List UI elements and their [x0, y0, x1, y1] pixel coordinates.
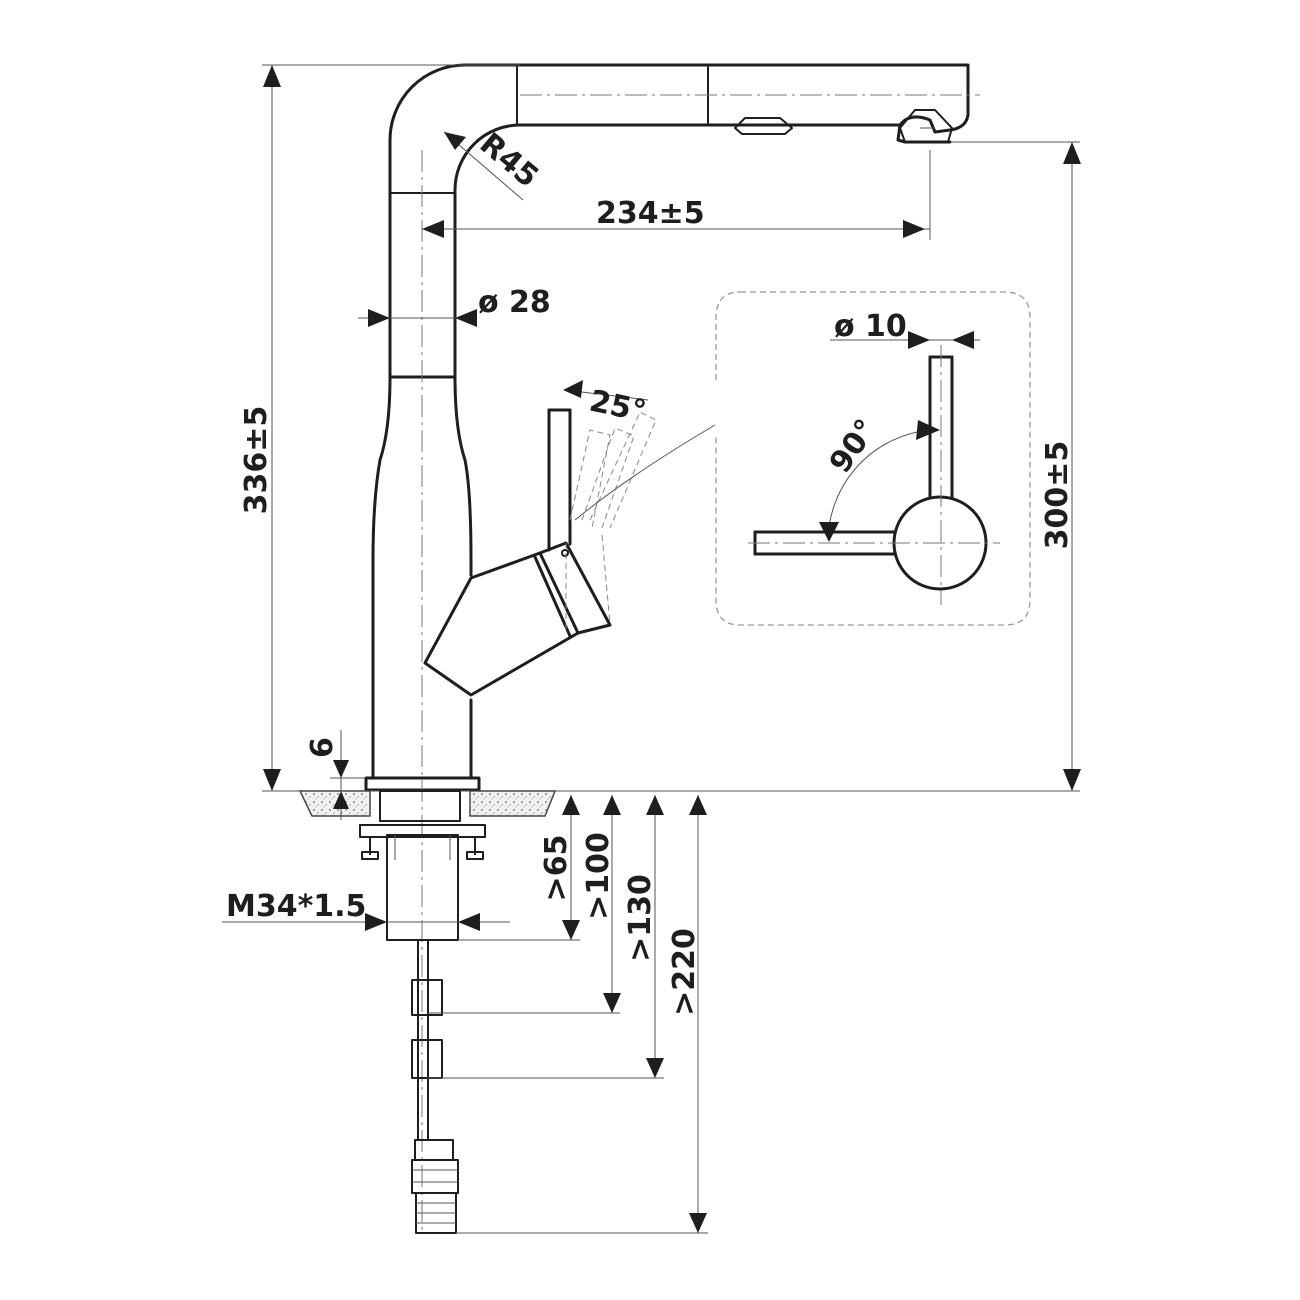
countertop — [298, 790, 1080, 822]
handle-detail-view — [715, 291, 1031, 626]
label-base-thickness: 6 — [305, 737, 340, 758]
dimension-labels: R45 234±5 ø 28 336±5 300±5 25° ø 10 90° … — [226, 126, 1075, 1016]
label-total-height: 336±5 — [239, 406, 274, 515]
label-handle-angle: 25° — [586, 384, 649, 430]
label-handle-diameter: ø 10 — [834, 309, 907, 344]
mounting-hardware — [359, 824, 486, 1234]
label-depth-65: >65 — [539, 835, 574, 902]
label-depth-100: >100 — [581, 832, 616, 920]
label-depth-130: >130 — [623, 874, 658, 962]
hose-weight-1 — [411, 979, 443, 1016]
threaded-shank — [386, 834, 459, 941]
faucet-body — [364, 63, 980, 1230]
hose-weight-2 — [411, 1039, 443, 1079]
hose-nut — [414, 1139, 454, 1161]
body-outline — [371, 375, 392, 780]
lever-handle — [423, 408, 716, 697]
label-outlet-height: 300±5 — [1040, 441, 1075, 550]
label-handle-rotation: 90° — [823, 413, 884, 480]
label-reach: 234±5 — [596, 196, 705, 231]
label-pipe-diameter: ø 28 — [478, 285, 551, 320]
spray-button — [734, 117, 793, 135]
label-thread: M34*1.5 — [226, 889, 366, 924]
label-depth-220: >220 — [667, 928, 702, 1016]
dimension-lines — [222, 64, 1081, 1234]
spout-outline — [388, 63, 970, 377]
aerator-outlet — [899, 109, 953, 143]
